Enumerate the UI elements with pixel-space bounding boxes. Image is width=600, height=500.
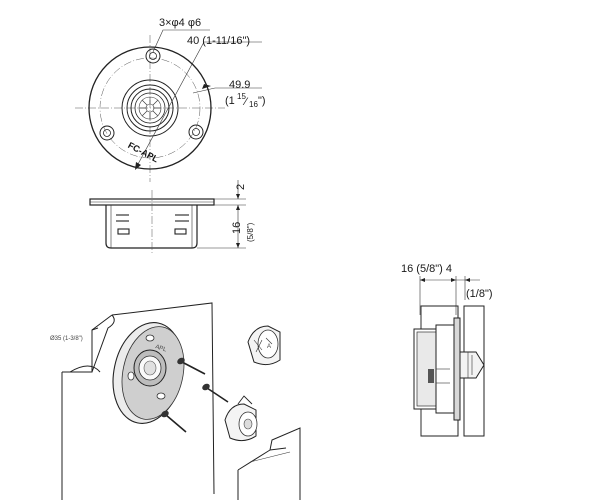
diameter-label: 40 (1-11/16") [187,35,250,47]
holes-label: 3×φ4 φ6 [159,17,201,29]
outer-diameter-inch-label: (1 15 ⁄ 16 ") [225,92,266,109]
section-bolt [459,351,485,379]
gap-inch-label: (1/8") [466,288,493,300]
screw-3 [161,410,187,433]
svg-text:(1: (1 [225,95,235,107]
outer-diameter-label: 49.9 [229,79,250,91]
section-lock-body [413,317,461,421]
screw-2 [202,383,229,403]
top-view: 3×φ4 φ6 40 (1-11/16") 49.9 (1 15 ⁄ 16 ")… [75,17,266,182]
cam-upper: A [247,325,281,366]
svg-text:⁄: ⁄ [242,96,249,108]
height-label: 16 [231,222,243,234]
svg-text:16: 16 [249,100,258,109]
height-inch-label: (5/8") [246,222,255,242]
screw-hole-left [99,125,115,141]
iso-view: Ø35 (1-3/8") APL [50,302,301,500]
lock-core [138,96,162,120]
section-view: 16 (5/8") 4 (1/8") [401,263,493,437]
depth-label: 16 (5/8") 4 [401,263,452,275]
screw-hole-right [188,124,204,140]
svg-text:A: A [267,344,271,350]
svg-text:"): ") [258,95,266,107]
flange-outline [88,46,212,170]
svg-text:15: 15 [237,92,246,101]
screw-1 [177,357,206,375]
brand-text: FC-APL [126,140,160,165]
bore-label: Ø35 (1-3/8") [50,336,83,342]
screw-hole-top [145,48,161,64]
side-view: 2 16 (5/8") [89,180,255,255]
iso-lock: APL [112,322,185,424]
side-body [105,205,198,249]
svg-text:APL: APL [154,344,167,353]
cam-lower [224,395,258,442]
flange-thickness-label: 2 [235,184,247,190]
